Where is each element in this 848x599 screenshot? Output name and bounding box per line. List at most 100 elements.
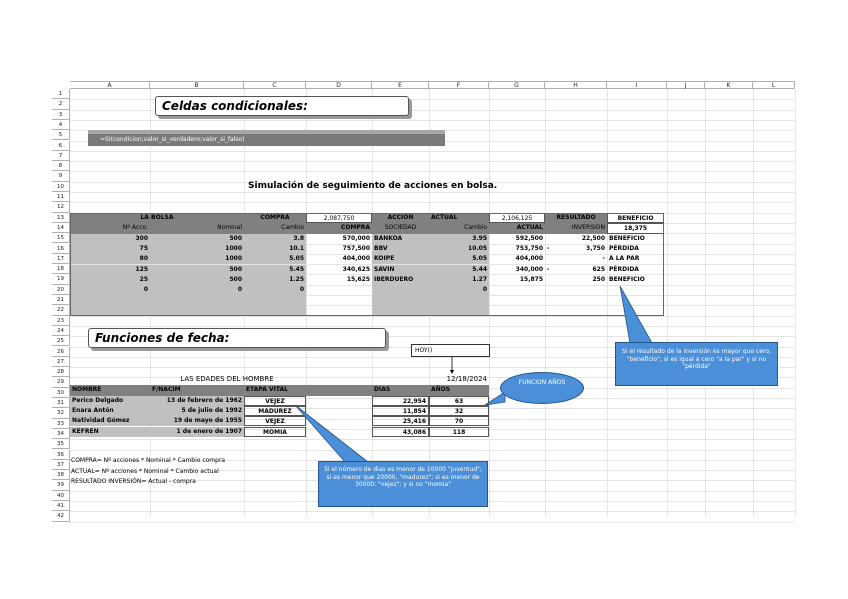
column-header-A[interactable]: A bbox=[70, 81, 150, 89]
stock-cambio-actual[interactable]: 10.05 bbox=[429, 243, 489, 255]
row-header-6[interactable]: 6 bbox=[52, 140, 70, 151]
row-header-33[interactable]: 33 bbox=[52, 418, 70, 429]
stock-beneficio[interactable]: BENEFICIO bbox=[609, 234, 645, 242]
header-acciones[interactable]: Nº Acco. bbox=[70, 223, 150, 234]
ages-fnacim[interactable]: 5 de julio de 1992 bbox=[150, 405, 244, 417]
row-header-23[interactable]: 23 bbox=[52, 315, 70, 326]
stock-acciones[interactable]: 0 bbox=[70, 285, 150, 296]
row-header-36[interactable]: 36 bbox=[52, 449, 70, 460]
row-header-2[interactable]: 2 bbox=[52, 99, 70, 110]
stock-cambio-actual[interactable]: 3.95 bbox=[429, 233, 489, 244]
row-header-37[interactable]: 37 bbox=[52, 459, 70, 471]
row-header-21[interactable]: 21 bbox=[52, 295, 70, 306]
row-header-9[interactable]: 9 bbox=[52, 171, 70, 182]
stock-nominal[interactable]: 1000 bbox=[150, 254, 244, 265]
row-header-14[interactable]: 14 bbox=[52, 222, 70, 234]
stock-inversion[interactable]: 625 bbox=[592, 265, 605, 273]
ages-etapa[interactable]: MADUREZ bbox=[244, 405, 306, 417]
stock-compra[interactable]: 757,500 bbox=[342, 244, 370, 252]
ages-anos[interactable]: 32 bbox=[429, 405, 489, 417]
header-inversion[interactable]: INVERSION bbox=[545, 223, 607, 234]
stock-compra[interactable]: 404,000 bbox=[342, 255, 370, 263]
grey-fill[interactable] bbox=[150, 305, 244, 316]
stock-nominal[interactable]: 500 bbox=[150, 264, 244, 275]
grey-fill[interactable] bbox=[70, 305, 150, 316]
header-actual-col[interactable]: ACTUAL bbox=[489, 223, 545, 234]
column-header-C[interactable]: C bbox=[244, 81, 306, 89]
conditional-title-box[interactable]: Celdas condicionales: bbox=[155, 96, 409, 116]
grey-fill[interactable] bbox=[70, 295, 150, 306]
stock-sociedad[interactable] bbox=[372, 285, 429, 296]
ages-date[interactable]: 12/18/2024 bbox=[446, 375, 487, 383]
ages-etapa[interactable]: VEJEZ bbox=[244, 395, 306, 406]
row-header-40[interactable]: 40 bbox=[52, 490, 70, 501]
row-header-32[interactable]: 32 bbox=[52, 408, 70, 419]
grey-fill[interactable] bbox=[429, 305, 489, 316]
stock-nominal[interactable]: 0 bbox=[150, 285, 244, 296]
stock-actual[interactable]: 15,875 bbox=[519, 275, 543, 283]
stock-sociedad[interactable]: IBERDUERO bbox=[372, 274, 429, 286]
column-header-B[interactable]: B bbox=[150, 81, 244, 89]
stock-beneficio[interactable]: PÉRDIDA bbox=[609, 265, 639, 273]
column-header-H[interactable]: H bbox=[545, 81, 607, 89]
row-header-7[interactable]: 7 bbox=[52, 150, 70, 162]
grey-fill[interactable] bbox=[372, 295, 429, 306]
ages-dias[interactable]: 22,954 bbox=[372, 395, 429, 406]
stock-sociedad[interactable]: SAVIN bbox=[372, 264, 429, 275]
row-header-10[interactable]: 10 bbox=[52, 181, 70, 192]
column-header-G[interactable]: G bbox=[489, 81, 545, 89]
row-header-5[interactable]: 5 bbox=[52, 130, 70, 141]
row-header-16[interactable]: 16 bbox=[52, 243, 70, 254]
ages-dias[interactable]: 25,416 bbox=[372, 416, 429, 427]
ages-anos[interactable]: 63 bbox=[429, 395, 489, 406]
ages-etapa[interactable]: MOMIA bbox=[244, 426, 306, 437]
column-header-K[interactable]: K bbox=[705, 81, 753, 89]
grey-fill[interactable] bbox=[244, 295, 306, 306]
stock-cambio[interactable]: 0 bbox=[244, 285, 306, 296]
header-cambio[interactable]: Cambio bbox=[244, 223, 306, 234]
header-la-bolsa[interactable]: LA BOLSA bbox=[70, 213, 244, 224]
stock-cambio[interactable]: 5.45 bbox=[244, 264, 306, 275]
stock-sociedad[interactable]: KOIPE bbox=[372, 254, 429, 265]
header-compra[interactable]: COMPRA bbox=[244, 213, 306, 224]
ages-etapa[interactable]: VEJEZ bbox=[244, 416, 306, 427]
row-header-30[interactable]: 30 bbox=[52, 387, 70, 398]
stock-cambio[interactable]: 1.25 bbox=[244, 274, 306, 286]
row-header-38[interactable]: 38 bbox=[52, 470, 70, 481]
ages-title[interactable]: LAS EDADES DEL HOMBRE bbox=[180, 375, 274, 383]
ages-anos[interactable]: 70 bbox=[429, 416, 489, 427]
header-sociedad[interactable]: SOCIEDAD bbox=[372, 223, 429, 234]
stock-cambio-actual[interactable]: 5.05 bbox=[429, 254, 489, 265]
stock-compra[interactable]: 570,000 bbox=[342, 234, 370, 242]
header-accion[interactable]: ACCIÓN bbox=[372, 213, 429, 224]
stock-beneficio[interactable]: BENEFICIO bbox=[609, 275, 645, 283]
row-header-34[interactable]: 34 bbox=[52, 428, 70, 440]
row-header-28[interactable]: 28 bbox=[52, 367, 70, 378]
header-resultado[interactable]: RESULTADO bbox=[545, 213, 607, 224]
row-header-31[interactable]: 31 bbox=[52, 398, 70, 409]
ages-nombre[interactable]: Perico Delgado bbox=[70, 395, 150, 406]
row-header-26[interactable]: 26 bbox=[52, 346, 70, 357]
ages-nombre[interactable]: Natividad Gómez bbox=[70, 416, 150, 427]
stock-sociedad[interactable]: BBV bbox=[372, 243, 429, 255]
ages-header-nombre[interactable]: NOMBRE bbox=[70, 385, 150, 396]
stock-cambio[interactable]: 3.8 bbox=[244, 233, 306, 244]
row-header-29[interactable]: 29 bbox=[52, 377, 70, 388]
stock-actual[interactable]: 592,500 bbox=[515, 234, 543, 242]
row-header-41[interactable]: 41 bbox=[52, 501, 70, 512]
stock-actual[interactable]: 404,000 bbox=[515, 255, 543, 263]
column-header-J[interactable]: J bbox=[667, 81, 705, 89]
row-header-1[interactable]: 1 bbox=[52, 89, 70, 100]
stock-inversion[interactable]: 250 bbox=[592, 275, 605, 283]
stock-nominal[interactable]: 1000 bbox=[150, 243, 244, 255]
ages-dias[interactable]: 11,854 bbox=[372, 405, 429, 417]
grey-fill[interactable] bbox=[372, 305, 429, 316]
stock-acciones[interactable]: 300 bbox=[70, 233, 150, 244]
stock-sign[interactable]: - bbox=[547, 244, 550, 252]
stock-beneficio[interactable]: A LA PAR bbox=[609, 255, 640, 263]
row-header-17[interactable]: 17 bbox=[52, 253, 70, 265]
header-nominal[interactable]: Nominal bbox=[150, 223, 244, 234]
row-header-18[interactable]: 18 bbox=[52, 264, 70, 275]
stock-acciones[interactable]: 125 bbox=[70, 264, 150, 275]
ages-header-etapa[interactable]: ETAPA VITAL bbox=[244, 385, 306, 396]
